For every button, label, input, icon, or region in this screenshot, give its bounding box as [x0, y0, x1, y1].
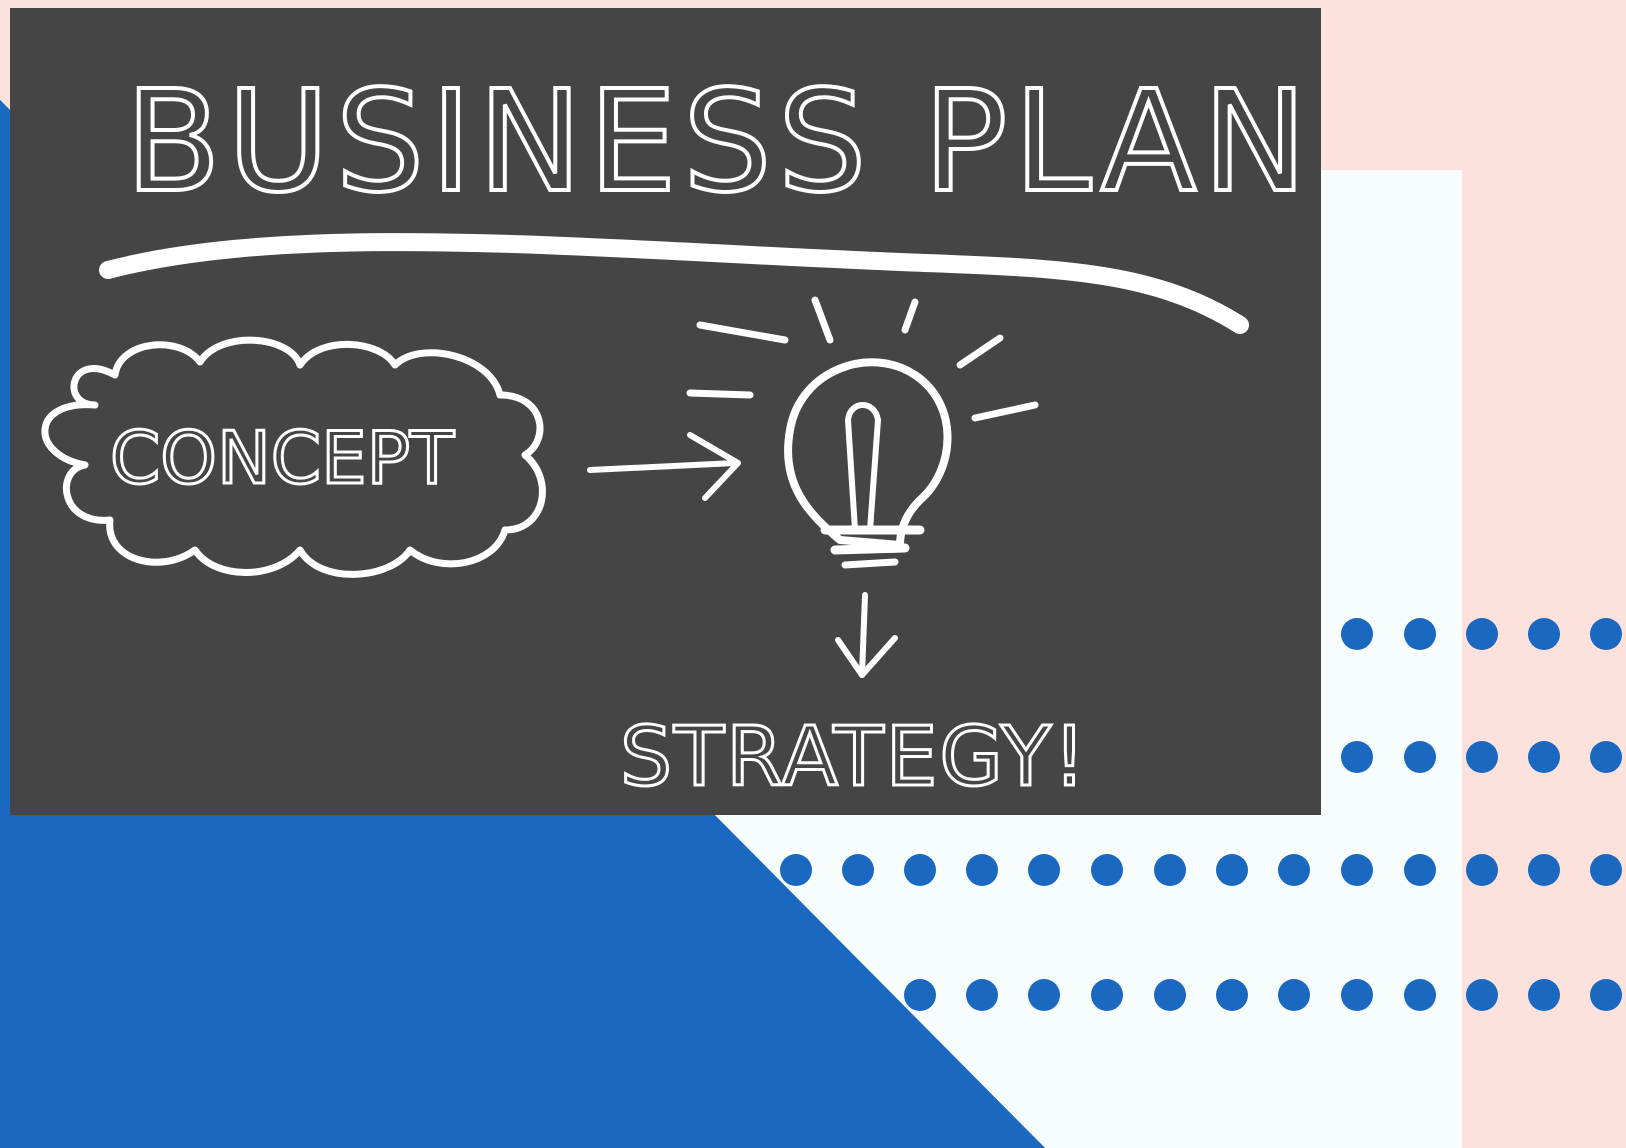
- dot-pattern: [780, 618, 1622, 1011]
- dot: [1404, 854, 1436, 886]
- dot: [1154, 854, 1186, 886]
- dot: [1278, 979, 1310, 1011]
- dot: [1091, 979, 1123, 1011]
- dot: [904, 854, 936, 886]
- dot: [1278, 854, 1310, 886]
- dot: [1216, 979, 1248, 1011]
- dot: [1466, 979, 1498, 1011]
- dot: [1466, 854, 1498, 886]
- dot: [1590, 979, 1622, 1011]
- chalkboard-image: BUSINESS PLAN CONCEPT: [10, 8, 1321, 815]
- dot: [1341, 741, 1373, 773]
- dot: [904, 979, 936, 1011]
- board-title: BUSINESS PLAN: [125, 61, 1313, 224]
- dot: [1528, 979, 1560, 1011]
- dot: [1341, 618, 1373, 650]
- dot: [1528, 854, 1560, 886]
- dot: [1528, 741, 1560, 773]
- arrow-right-icon: [587, 432, 741, 501]
- chalkboard: [10, 8, 1321, 815]
- dot: [1028, 854, 1060, 886]
- dot: [966, 979, 998, 1011]
- dot: [1466, 618, 1498, 650]
- arrow-down-icon: [835, 592, 898, 678]
- dot: [1590, 741, 1622, 773]
- dot: [1590, 854, 1622, 886]
- cloud-label: CONCEPT: [110, 416, 455, 500]
- title-underline: [99, 233, 1249, 334]
- dot: [1404, 741, 1436, 773]
- dot: [1341, 979, 1373, 1011]
- dot: [842, 854, 874, 886]
- dot: [1528, 618, 1560, 650]
- lightbulb-icon: [686, 296, 1039, 569]
- dot: [1404, 618, 1436, 650]
- dot: [780, 854, 812, 886]
- dot: [1154, 979, 1186, 1011]
- dot: [1216, 854, 1248, 886]
- dot: [1028, 979, 1060, 1011]
- strategy-label: STRATEGY!: [620, 710, 1088, 805]
- dot: [1091, 854, 1123, 886]
- dot: [1590, 618, 1622, 650]
- dot: [1466, 741, 1498, 773]
- dot: [1341, 854, 1373, 886]
- dot: [1404, 979, 1436, 1011]
- thought-cloud-icon: [41, 336, 546, 578]
- dot: [966, 854, 998, 886]
